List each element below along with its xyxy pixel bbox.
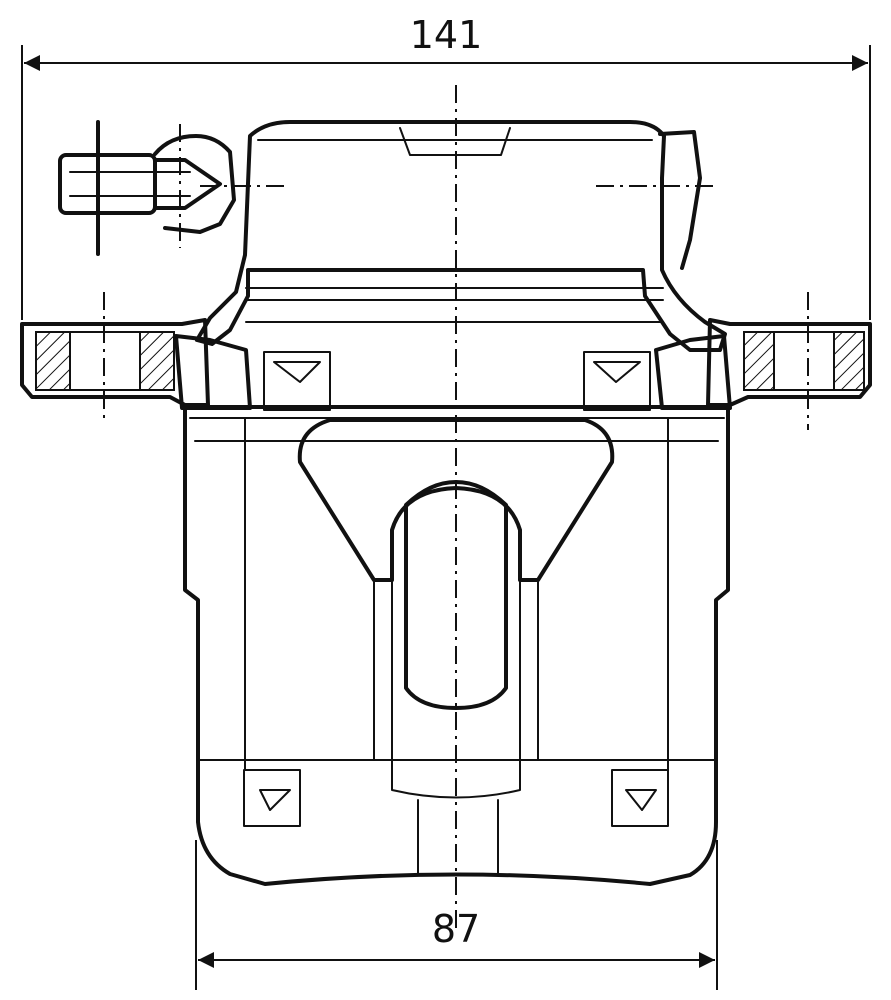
bleeder-screw (58, 120, 236, 256)
body-width-dimension: 87 (195, 840, 718, 990)
window-side-lines (373, 579, 539, 761)
window-slot (404, 480, 508, 710)
right-flange-hatch-b (833, 331, 865, 391)
bleeder-tip (153, 158, 222, 210)
mounting-flange (20, 292, 872, 430)
upper-housing-outline (195, 120, 727, 352)
left-flange-hatch-a (35, 331, 71, 391)
upper-housing (179, 120, 727, 352)
right-boss-outline (658, 130, 702, 270)
right-upper-pocket (583, 351, 651, 411)
left-flange-hatch-b (139, 331, 175, 391)
center-window (297, 418, 615, 875)
right-bolt-hole (773, 331, 835, 391)
overall-width-label: 141 (410, 13, 483, 57)
left-side-lug (174, 334, 252, 410)
right-lower-pocket (611, 769, 669, 827)
bleeder-body (58, 153, 157, 215)
right-side-lug (654, 334, 732, 410)
right-flange-hatch-a (743, 331, 775, 391)
left-upper-pocket (263, 351, 331, 411)
upper-housing-center-recess (399, 127, 511, 156)
bleeder-boss (153, 134, 236, 234)
window-bottom-legs (417, 799, 499, 875)
body-pockets (243, 351, 669, 827)
side-lugs (174, 334, 732, 410)
lower-body-outline (183, 405, 730, 886)
window-lower-channel (391, 579, 521, 799)
window-outer-frame (297, 418, 615, 582)
left-lower-pocket (243, 769, 301, 827)
overall-width-dimension: 141 (21, 13, 871, 320)
